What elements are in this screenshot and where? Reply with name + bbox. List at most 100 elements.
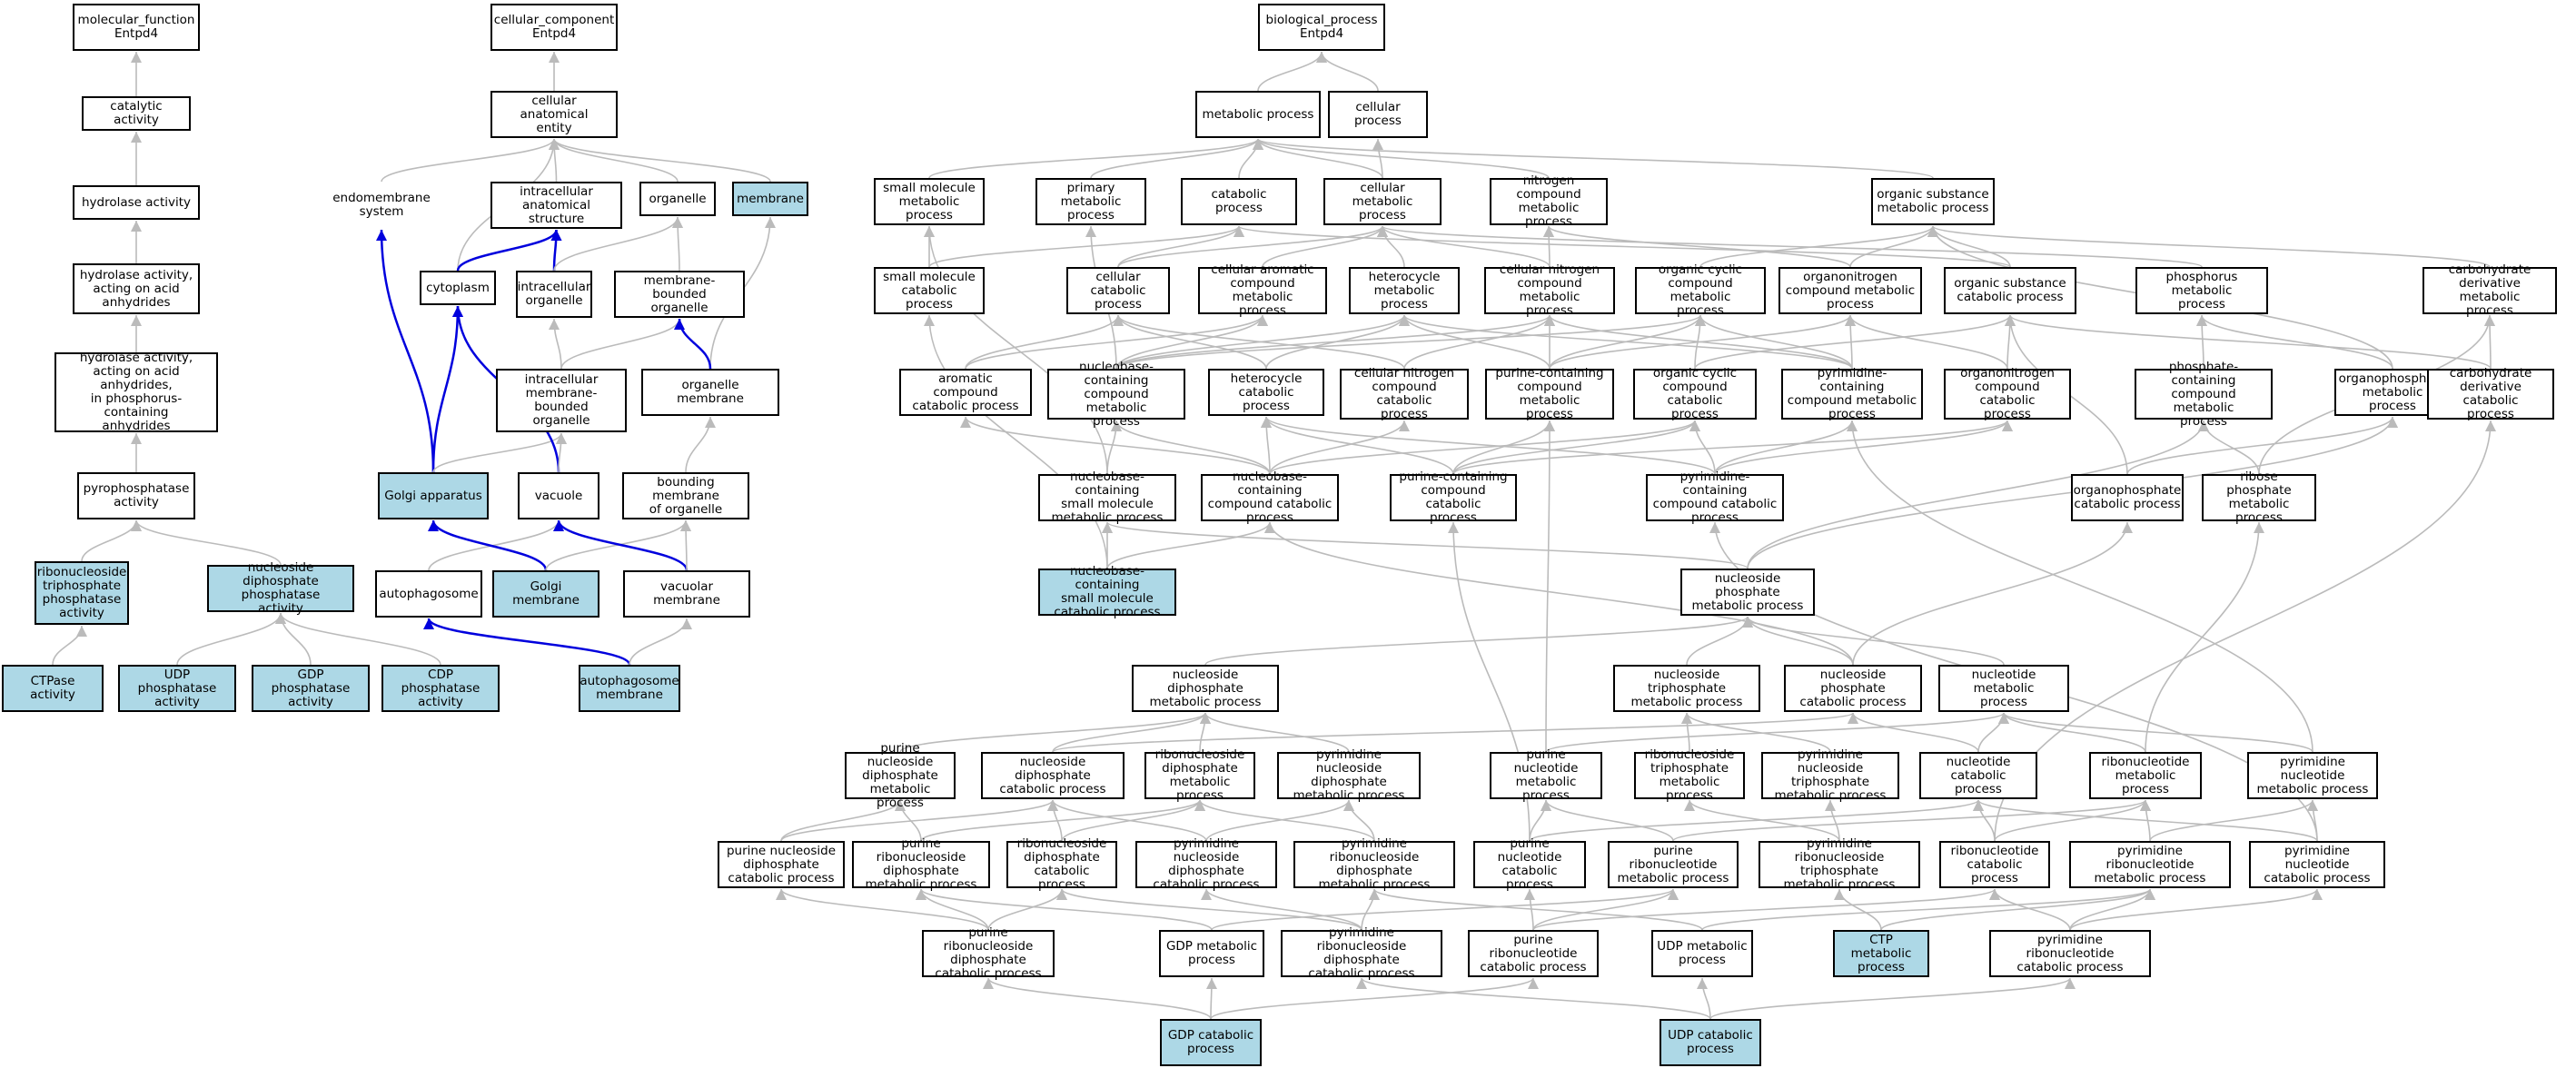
node-ntpmp: nucleoside triphosphate metabolic proces… — [1613, 665, 1760, 712]
edge-pyrnmp-to-pynmp — [2149, 799, 2318, 842]
node-hydp: hydrolase activity, acting on acid anhyd… — [54, 351, 218, 433]
edge-pyrndpmp-to-rndpmp — [1194, 799, 1375, 842]
edge-opmp-to-phmp — [2196, 314, 2393, 370]
edge-ccp-to-cmp — [1117, 225, 1388, 268]
node-hyd: hydrolase activity — [73, 185, 200, 220]
node-pmp: primary metabolic process — [1035, 178, 1146, 225]
edge-prnmp-to-pnmp — [1541, 799, 1674, 842]
node-prncp: purine ribonucleotide catabolic process — [1468, 930, 1599, 977]
edge-pyndpcp-to-ndpcp — [1047, 799, 1207, 842]
edge-nbccp-to-occcp — [1269, 420, 1700, 475]
edge-pycmp-to-cncmp — [1544, 314, 1853, 370]
node-nbsmcp: nucleobase-containing small molecule cat… — [1038, 565, 1176, 619]
node-imbo: intracellular membrane-bounded organelle — [496, 369, 627, 432]
edge-udpph-to-ndp — [176, 612, 286, 666]
edge-pyrncp-to-pyncp — [2069, 888, 2323, 931]
edge-nbsmcp-to-smcp — [924, 314, 1108, 569]
edge-pyrncp-to-rncp — [1989, 888, 2071, 931]
edge-pyrncp-to-pyrnmp — [2069, 888, 2155, 931]
edge-osmp-to-mp — [1253, 138, 1934, 179]
node-membrane: membrane — [732, 182, 808, 216]
edge-cdmp-to-osmp — [1927, 225, 2491, 268]
edge-rntpmp-to-ntpmp — [1681, 712, 1693, 753]
node-gdpmp: GDP metabolic process — [1159, 930, 1264, 977]
edge-pycmp-to-occmp — [1695, 314, 1853, 370]
node-npcp: nucleoside phosphate catabolic process — [1784, 665, 1922, 712]
edge-pyrndpmp-to-pyndpmp — [1343, 799, 1375, 842]
node-npmp: nucleoside phosphate metabolic process — [1680, 569, 1815, 616]
edge-oscp-to-catp — [1234, 225, 2011, 268]
node-rpmp: ribose phosphate metabolic process — [2202, 470, 2316, 525]
node-mp: metabolic process — [1195, 91, 1321, 138]
edge-mbo-to-organelle — [672, 216, 684, 272]
node-cdcp: carbohydrate derivative catabolic proces… — [2427, 367, 2554, 421]
node-vac: vacuole — [518, 472, 599, 519]
node-pyndpmp: pyrimidine nucleoside diphosphate metabo… — [1277, 748, 1421, 803]
node-cat: catalytic activity — [82, 96, 191, 131]
node-cc: cellular_component Entpd4 — [490, 4, 618, 51]
edge-cmp-to-mp — [1253, 138, 1383, 179]
node-nbcmp: nucleobase-containing compound metabolic… — [1047, 360, 1185, 428]
edge-pndpcp-to-ndpcp — [780, 799, 1058, 842]
edge-prndpmp-to-rndpmp — [920, 799, 1205, 842]
node-ias: intracellular anatomical structure — [490, 182, 622, 229]
node-ccp: cellular catabolic process — [1066, 267, 1170, 314]
edge-onccp-to-oncmp — [1845, 314, 2008, 370]
node-oncmp: organonitrogen compound metabolic proces… — [1778, 267, 1922, 314]
edge-gdpmp-to-prndpmp — [916, 888, 1213, 931]
edge-ndpcp-to-npcp — [1052, 712, 1858, 753]
node-auto: autophagosome — [375, 570, 482, 618]
node-ntmp: nucleotide metabolic process — [1938, 665, 2069, 712]
node-smcp: small molecule catabolic process — [874, 267, 985, 314]
edge-pyrndpcp-to-rndpcp — [1056, 888, 1362, 931]
edge-ndp-to-ppa — [131, 519, 282, 566]
node-pyncp: pyrimidine nucleotide catabolic process — [2249, 841, 2385, 888]
edge-ccp-to-catp — [1117, 225, 1244, 268]
edge-ntcp-to-npcp — [1848, 712, 1979, 753]
node-prnmp: purine ribonucleotide metabolic process — [1608, 841, 1739, 888]
edge-ncmp-to-mp — [1253, 138, 1550, 179]
node-pnmp: purine nucleotide metabolic process — [1490, 748, 1602, 803]
node-am: autophagosome membrane — [579, 665, 680, 712]
node-opcp: organophosphate catabolic process — [2071, 474, 2184, 521]
edge-pyccp-to-onccp — [1714, 420, 2013, 475]
edge-cyto-to-ias — [456, 229, 562, 272]
node-cp: cellular process — [1328, 91, 1428, 138]
edge-golgi-to-cyto — [431, 305, 463, 473]
edge-gm-to-bmo — [545, 519, 691, 571]
edge-pyrndpcp-to-pyrndpmp — [1361, 888, 1380, 931]
node-cae: cellular anatomical entity — [490, 91, 618, 138]
edge-pycmp-to-hmp — [1399, 314, 1853, 370]
node-pyrndpmp: pyrimidine ribonucleoside diphosphate me… — [1293, 837, 1455, 892]
edge-io-to-ias — [550, 229, 562, 272]
edge-cp-to-bp — [1316, 51, 1379, 92]
node-hydaa: hydrolase activity, acting on acid anhyd… — [73, 263, 200, 314]
node-onccp: organonitrogen compound catabolic proces… — [1944, 367, 2071, 421]
node-rntpmp: ribonucleoside triphosphate metabolic pr… — [1634, 748, 1745, 803]
node-pyrndpcp: pyrimidine ribonucleoside diphosphate ca… — [1281, 926, 1442, 981]
edge-vac-to-imbo — [555, 432, 567, 473]
edge-endo-to-cae — [381, 138, 560, 183]
edge-pyccp-to-pycmp — [1714, 420, 1858, 475]
node-ndpmp: nucleoside diphosphate metabolic process — [1132, 665, 1279, 712]
edge-prndpcp-to-pndpcp — [776, 888, 989, 931]
edge-nbccp-to-cnccp — [1269, 420, 1410, 475]
edge-pyrndpcp-to-pyndpcp — [1201, 888, 1362, 931]
node-golgi: Golgi apparatus — [378, 472, 489, 519]
edge-pyrntpmp-to-pyntpmp — [1825, 799, 1840, 842]
edge-membrane-to-cae — [549, 138, 771, 183]
node-pndpcp: purine nucleoside diphosphate catabolic … — [718, 841, 845, 888]
edge-occcp-to-oscp — [1694, 314, 2016, 370]
node-io: intracellular organelle — [516, 271, 592, 318]
node-endo: endomembrane system — [318, 182, 445, 229]
edge-nbccp-to-accp — [960, 416, 1271, 475]
edge-prncp-to-prnmp — [1532, 888, 1679, 931]
node-bp: biological_process Entpd4 — [1258, 4, 1385, 51]
edge-pnmp-to-ntmp — [1545, 712, 2009, 753]
node-bmo: bounding membrane of organelle — [622, 472, 749, 519]
edge-cacmp-to-cmp — [1262, 225, 1388, 268]
edge-pyccp-to-hcp — [1261, 416, 1716, 475]
edge-rntp-to-ppa — [81, 519, 142, 562]
edge-bmo-to-om — [685, 416, 716, 473]
